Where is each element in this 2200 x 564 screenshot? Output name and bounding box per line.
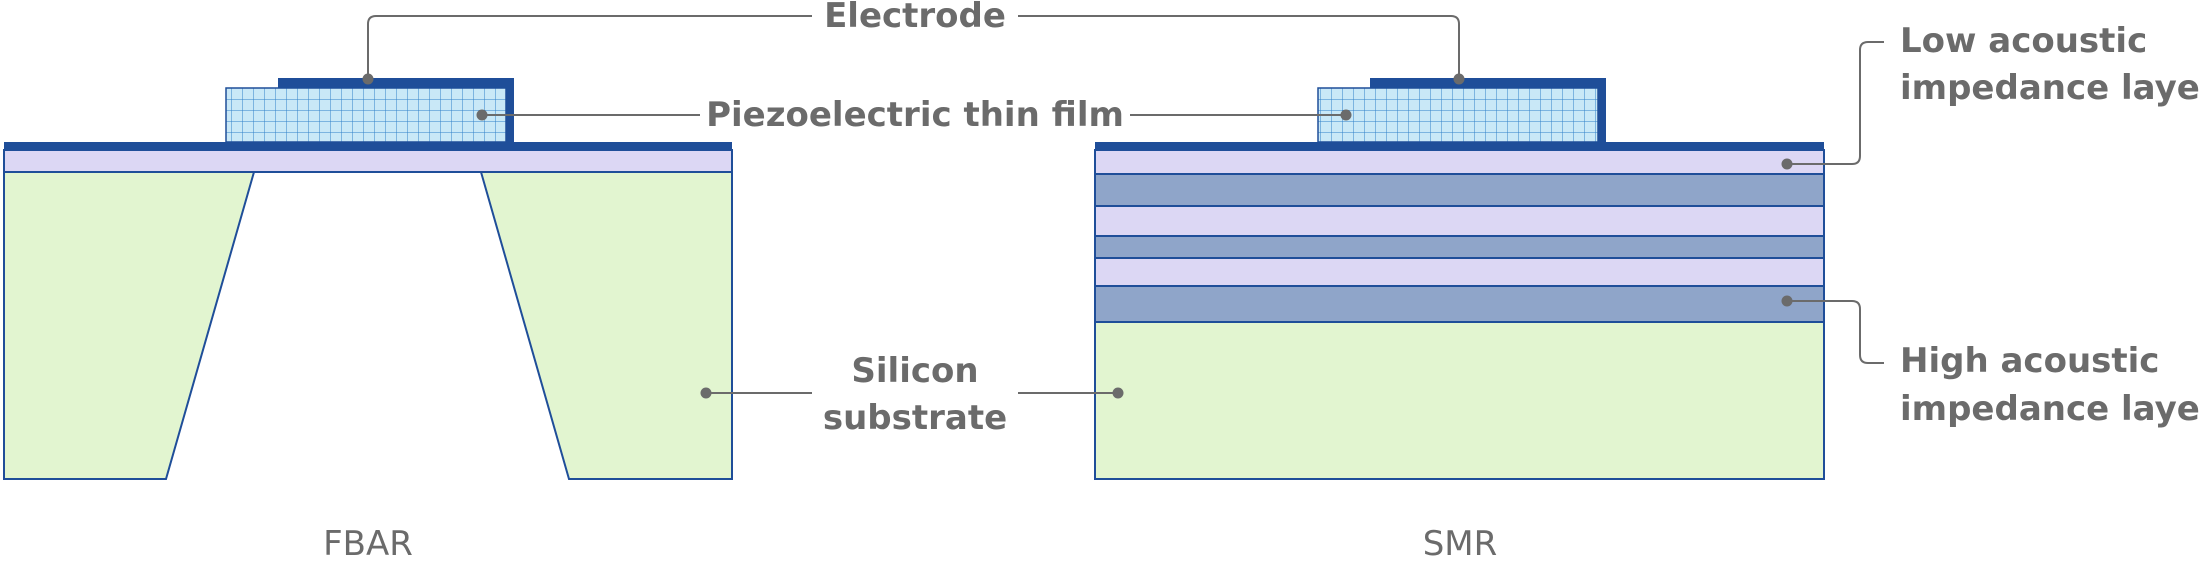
high-impedance-label-line2: impedance layer xyxy=(1900,389,2200,429)
fbar-substrate-left xyxy=(3,171,256,480)
fbar-bottom-electrode-overlap xyxy=(226,142,456,150)
leader-dots xyxy=(362,73,1793,399)
electrode-label: Electrode xyxy=(824,0,1006,36)
silicon-dot-left xyxy=(700,387,712,399)
high-impedance-label-line1: High acoustic xyxy=(1900,341,2160,381)
smr-piezo-film xyxy=(1317,87,1599,143)
smr-low-impedance-layer-3 xyxy=(1094,257,1825,287)
smr-low-impedance-layer-1 xyxy=(1094,149,1825,175)
silicon-dot-right xyxy=(1112,387,1124,399)
low-impedance-label-line2: impedance layer xyxy=(1900,68,2200,108)
piezo-dot-right xyxy=(1340,109,1352,121)
electrode-dot-right xyxy=(1453,73,1465,85)
smr-structure xyxy=(1094,78,1825,480)
high-impedance-dot xyxy=(1781,295,1793,307)
smr-low-impedance-layer-2 xyxy=(1094,205,1825,237)
smr-high-impedance-layer-2 xyxy=(1094,235,1825,259)
leader-lines xyxy=(367,15,1884,394)
fbar-structure xyxy=(3,78,733,480)
electrode-dot-left xyxy=(362,73,374,85)
fbar-substrate-right xyxy=(479,171,733,480)
low-impedance-label-line1: Low acoustic xyxy=(1900,21,2148,61)
high-impedance-leader xyxy=(1787,300,1884,364)
smr-high-impedance-layer-3 xyxy=(1094,285,1825,323)
electrode-leader-right xyxy=(1018,15,1460,79)
silicon-label-line2: substrate xyxy=(822,398,1008,438)
low-impedance-leader xyxy=(1787,41,1884,165)
fbar-support-layer xyxy=(3,149,733,173)
smr-caption: SMR xyxy=(1422,524,1498,564)
piezo-dot-left xyxy=(476,109,488,121)
silicon-label-line1: Silicon xyxy=(851,351,979,391)
piezo-label: Piezoelectric thin film xyxy=(706,95,1124,135)
smr-substrate xyxy=(1094,321,1825,480)
electrode-leader-left xyxy=(367,15,812,79)
smr-bottom-electrode-overlap xyxy=(1318,142,1550,150)
fbar-caption: FBAR xyxy=(323,524,413,564)
fbar-piezo-film xyxy=(225,87,507,143)
low-impedance-dot xyxy=(1781,158,1793,170)
smr-high-impedance-layer-1 xyxy=(1094,173,1825,207)
